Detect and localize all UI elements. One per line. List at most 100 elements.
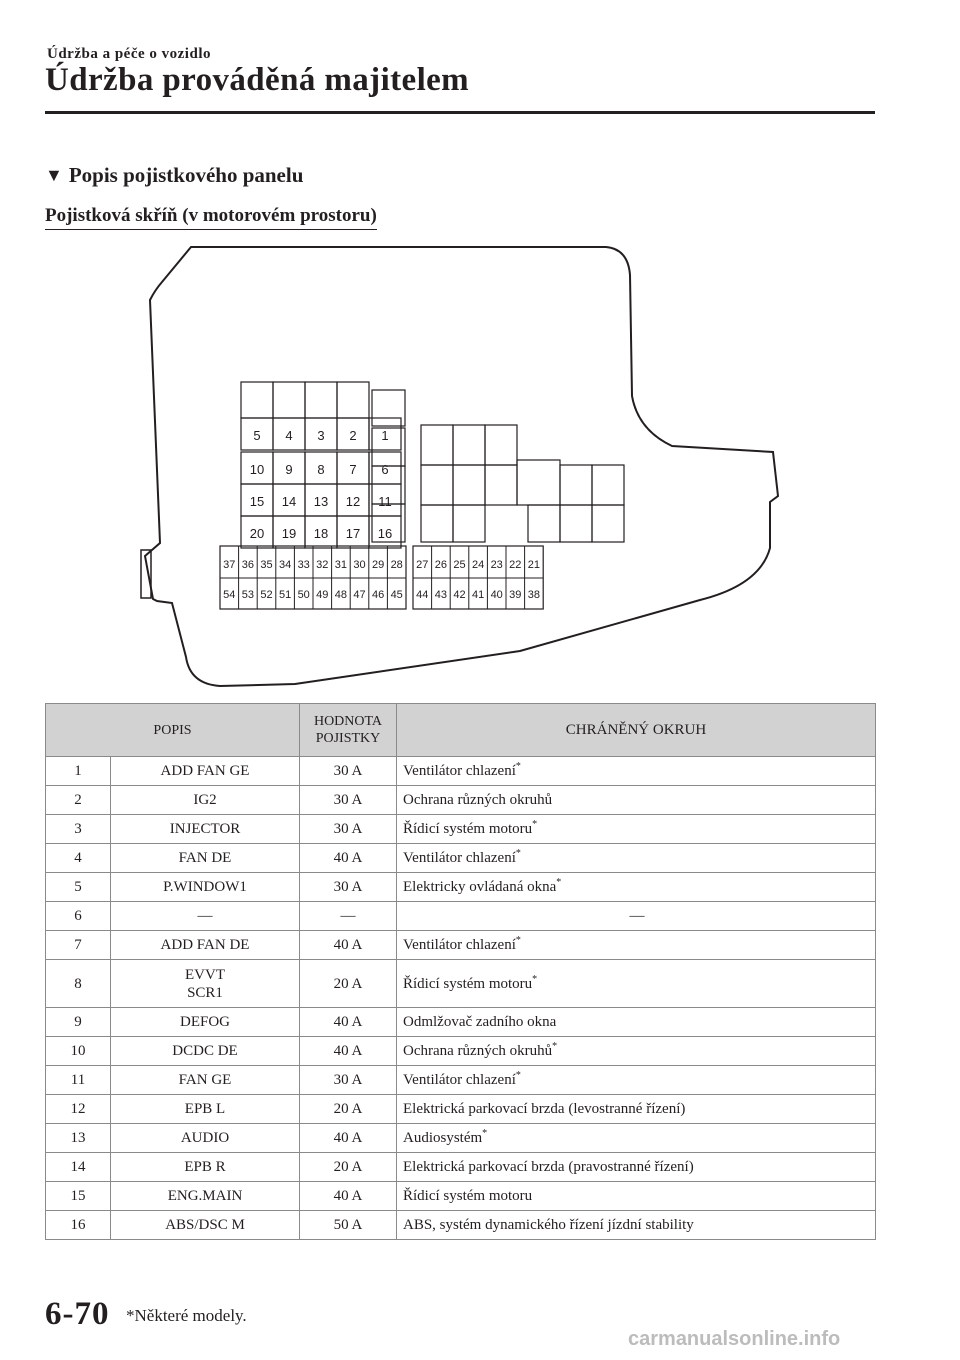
mini-fuse-number: 44: [416, 589, 428, 601]
protected-circuit-text: Ventilátor chlazení: [403, 1072, 516, 1088]
section-heading: ▼ Popis pojistkového panelu: [45, 163, 303, 188]
fuse-description-cell: ENG.MAIN: [110, 1181, 300, 1211]
some-models-asterisk: *: [552, 1041, 558, 1052]
protected-circuit-cell: Elektricky ovládaná okna*: [396, 872, 876, 902]
fuse-value-cell: 30 A: [299, 1065, 397, 1095]
protected-circuit-cell: Odmlžovač zadního okna: [396, 1007, 876, 1037]
mini-fuse-number: 46: [372, 589, 384, 601]
fuse-number-cell: 2: [45, 785, 111, 815]
fuse-number-cell: 11: [45, 1065, 111, 1095]
mini-fuse-number: 49: [316, 589, 328, 601]
fuse-value-cell: 20 A: [299, 1094, 397, 1124]
mini-fuse-number: 54: [223, 589, 235, 601]
header-fuse-value-line2: POJISTKY: [315, 731, 381, 746]
protected-circuit-text: Odmlžovač zadního okna: [403, 1014, 557, 1030]
fuse-slot-number: 11: [378, 494, 392, 509]
mini-fuse-number: 33: [298, 559, 310, 571]
fuse-description-cell: ADD FAN GE: [110, 756, 300, 786]
table-header-row: POPIS HODNOTA POJISTKY CHRÁNĚNÝ OKRUH: [45, 703, 876, 757]
fuse-number-cell: 10: [45, 1036, 111, 1066]
fuse-slot-number: 9: [285, 462, 292, 477]
fuse-description-cell: EPB R: [110, 1152, 300, 1182]
protected-circuit-text: Audiosystém: [403, 1130, 483, 1146]
mini-fuse-number: 34: [279, 559, 291, 571]
protected-circuit-cell: ―: [396, 901, 876, 931]
protected-circuit-cell: Ventilátor chlazení*: [396, 930, 876, 960]
fuse-slot-number: 18: [314, 526, 328, 541]
fuse-slot-number: 16: [378, 526, 392, 541]
header-description: POPIS: [45, 703, 300, 757]
fuse-description-line: P.WINDOW1: [163, 879, 247, 895]
watermark: carmanualsonline.info: [628, 1328, 841, 1350]
fuse-description-line: INJECTOR: [169, 821, 241, 837]
fuse-value-cell: 40 A: [299, 1181, 397, 1211]
title-rule: [45, 111, 875, 114]
fuse-slot-number: 14: [282, 494, 296, 509]
relay-slot: [559, 504, 593, 543]
empty-fuse-slot: [336, 381, 370, 419]
mini-fuse-number: 41: [472, 589, 484, 601]
triangle-marker-icon: ▼: [45, 165, 63, 185]
protected-circuit-cell: Řídicí systém motoru: [396, 1181, 876, 1211]
fuse-description-line: ADD FAN GE: [160, 763, 250, 779]
header-fuse-value-line1: HODNOTA: [313, 714, 383, 729]
fuse-value-cell: 30 A: [299, 814, 397, 844]
fuse-description-line: IG2: [193, 792, 217, 808]
fuse-number-cell: 13: [45, 1123, 111, 1153]
relay-slot: [452, 504, 486, 543]
fuse-description-cell: DCDC DE: [110, 1036, 300, 1066]
mini-fuse-number: 39: [509, 589, 521, 601]
fuse-description-cell: FAN GE: [110, 1065, 300, 1095]
fuse-description-line: ―: [197, 908, 213, 924]
mini-fuse-number: 50: [298, 589, 310, 601]
fuse-value-cell: 30 A: [299, 785, 397, 815]
fuse-description-line: ENG.MAIN: [167, 1188, 243, 1204]
fuse-value-cell: 20 A: [299, 1152, 397, 1182]
fuse-number-cell: 16: [45, 1210, 111, 1240]
fuse-value-cell: 30 A: [299, 872, 397, 902]
fuse-slot-number: 15: [250, 494, 264, 509]
some-models-asterisk: *: [532, 819, 538, 830]
fuse-value-cell: 40 A: [299, 1007, 397, 1037]
fuse-number-cell: 8: [45, 959, 111, 1008]
fuse-description-line: EPB R: [184, 1159, 226, 1175]
some-models-asterisk: *: [556, 877, 562, 888]
protected-circuit-cell: Řídicí systém motoru*: [396, 814, 876, 844]
relay-slot: [559, 464, 593, 506]
fuse-description-cell: ―: [110, 901, 300, 931]
fuse-slot: [368, 417, 402, 451]
section-heading-text: Popis pojistkového panelu: [68, 163, 304, 187]
some-models-asterisk: *: [515, 761, 521, 772]
fuse-slot-number: 2: [349, 428, 356, 443]
relay-slot: [516, 459, 561, 506]
protected-circuit-text: Ventilátor chlazení: [403, 763, 516, 779]
relay-slot: [452, 464, 486, 506]
fuse-slot-number: 7: [349, 462, 356, 477]
mini-fuse-number: 23: [491, 559, 503, 571]
fuse-slot-number: 3: [317, 428, 324, 443]
fuse-description-cell: AUDIO: [110, 1123, 300, 1153]
fuse-slot: [368, 515, 402, 549]
protected-circuit-cell: Ventilátor chlazení*: [396, 756, 876, 786]
fuse-slot-number: 20: [250, 526, 264, 541]
mini-fuse-number: 42: [453, 589, 465, 601]
mini-fuse-number: 37: [223, 559, 235, 571]
fuse-value-cell: 40 A: [299, 843, 397, 873]
relay-slot: [452, 424, 486, 466]
mini-fuse-number: 51: [279, 589, 291, 601]
relay-slot: [591, 464, 625, 506]
protected-circuit-text: ABS, systém dynamického řízení jízdní st…: [403, 1217, 694, 1233]
fuse-number-cell: 5: [45, 872, 111, 902]
page-number: 6-70: [45, 1296, 110, 1332]
fuse-value-cell: 20 A: [299, 959, 397, 1008]
mini-fuse-number: 21: [528, 559, 540, 571]
breadcrumb: Údržba a péče o vozidlo: [47, 46, 211, 62]
